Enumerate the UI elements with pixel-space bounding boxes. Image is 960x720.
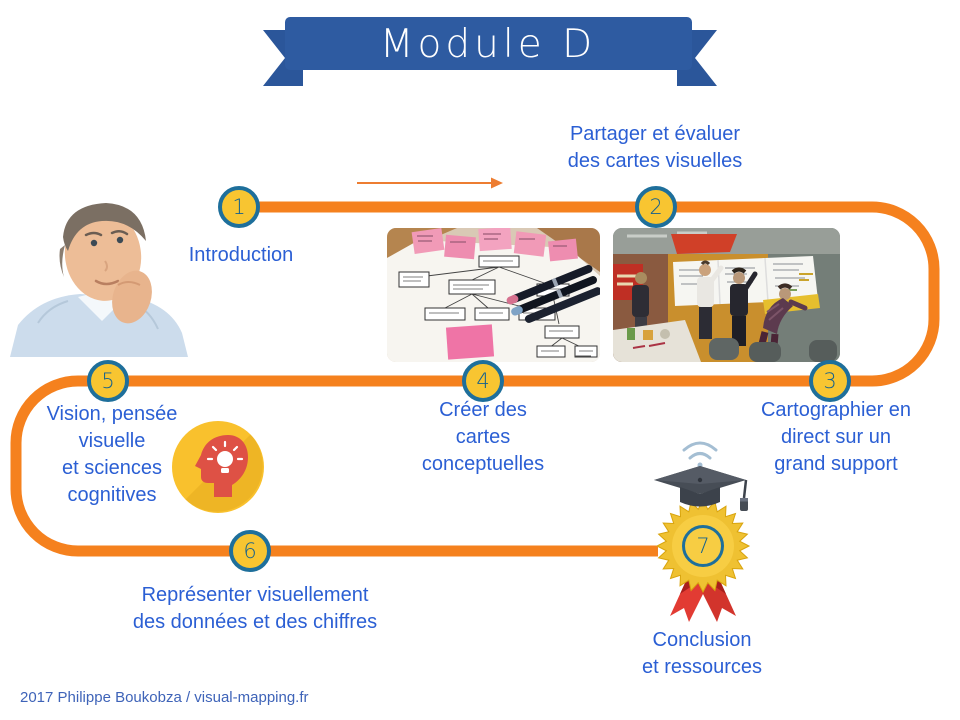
step-number: 2 [649,195,663,219]
photo-concept-map [387,228,600,362]
photo-group-working-wall [613,228,840,362]
step-circle-6: 6 [229,530,271,572]
head-lightbulb-icon [170,419,266,515]
step-circle-1: 1 [218,186,260,228]
step-number: 6 [243,539,257,563]
right-arrow-icon [357,177,503,189]
photo-thinking-man [8,193,196,357]
footer-credit: 2017 Philippe Boukobza / visual-mapping.… [20,689,309,706]
step-number: 1 [232,195,246,219]
step-label-5: Vision, pensée visuelle et sciences cogn… [46,403,178,506]
step-label-6: Représenter visuellement des données et … [132,584,378,633]
step-circle-3: 3 [809,360,851,402]
banner-title: Module D [379,22,597,67]
step-label-3: Cartographier en direct sur un grand sup… [760,399,912,475]
ribbon-banner-shape [263,17,717,86]
step-label-2: Partager et évaluer des cartes visuelles [567,123,743,172]
step-number: 7 [696,534,710,558]
title-banner: Module D [263,14,717,104]
step-number: 5 [101,369,115,393]
step-number: 3 [823,369,837,393]
step-circle-7: 7 [682,525,724,567]
step-circle-2: 2 [635,186,677,228]
step-number: 4 [476,369,490,393]
graduation-cap-icon [648,432,758,520]
step-label-4: Créer des cartes conceptuelles [421,399,545,475]
step-label-1: Introduction [188,244,294,266]
step-circle-4: 4 [462,360,504,402]
step-label-7: Conclusion et ressources [641,629,763,678]
step-circle-5: 5 [87,360,129,402]
